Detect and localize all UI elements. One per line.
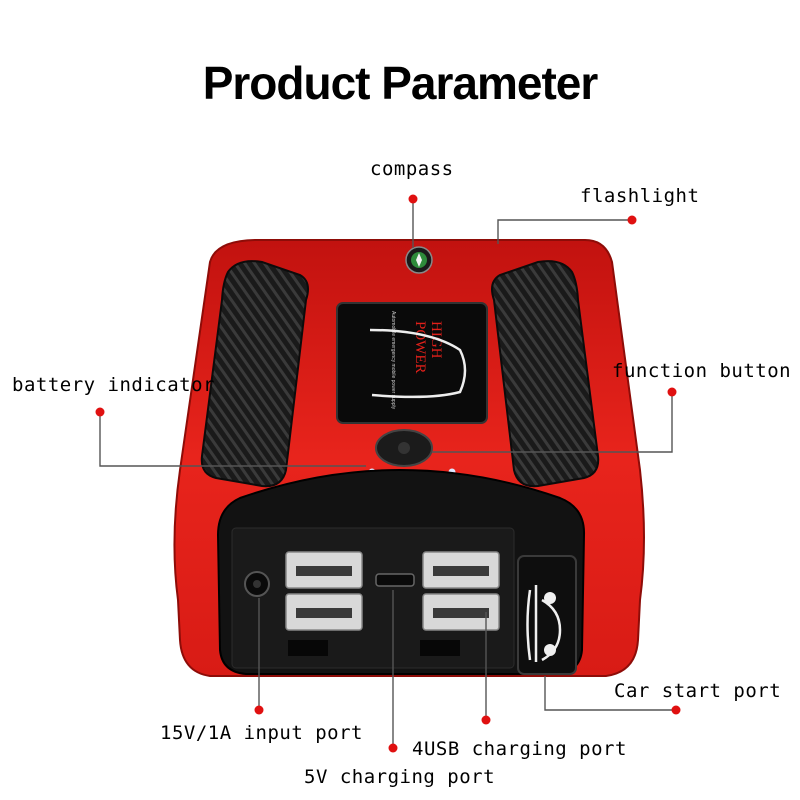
usb-charging-port-label: 4USB charging port: [412, 738, 627, 760]
function-button-label: function button: [612, 360, 792, 382]
car-start-port: [517, 555, 577, 675]
flashlight-label: flashlight: [580, 185, 700, 207]
callout-dots: [95, 194, 681, 753]
label-small-text: Automobile emergency mobile power supply: [390, 311, 396, 410]
function-button-shape: [375, 429, 433, 467]
input-port-label: 15V/1A input port: [160, 722, 363, 744]
right-grip: [491, 260, 600, 488]
car-outline-icon: [369, 328, 467, 399]
label-power-text: POWER: [412, 321, 428, 374]
battery-indicator-label: battery indicator: [12, 374, 215, 396]
device-label-panel: HIGH POWER Automobile emergency mobile p…: [336, 302, 488, 424]
compass-icon: [405, 246, 433, 274]
dc-input-jack: [244, 571, 270, 597]
vents: [288, 640, 460, 656]
car-start-port-label: Car start port: [614, 680, 782, 702]
usb-port-slots: [296, 566, 489, 618]
compass-label: compass: [370, 158, 454, 180]
left-grip: [200, 260, 309, 488]
leader-lines: [99, 200, 676, 748]
page-title: Product Parameter: [202, 57, 599, 109]
micro-usb-port: [375, 573, 415, 587]
charging-port-label: 5V charging port: [304, 766, 496, 788]
